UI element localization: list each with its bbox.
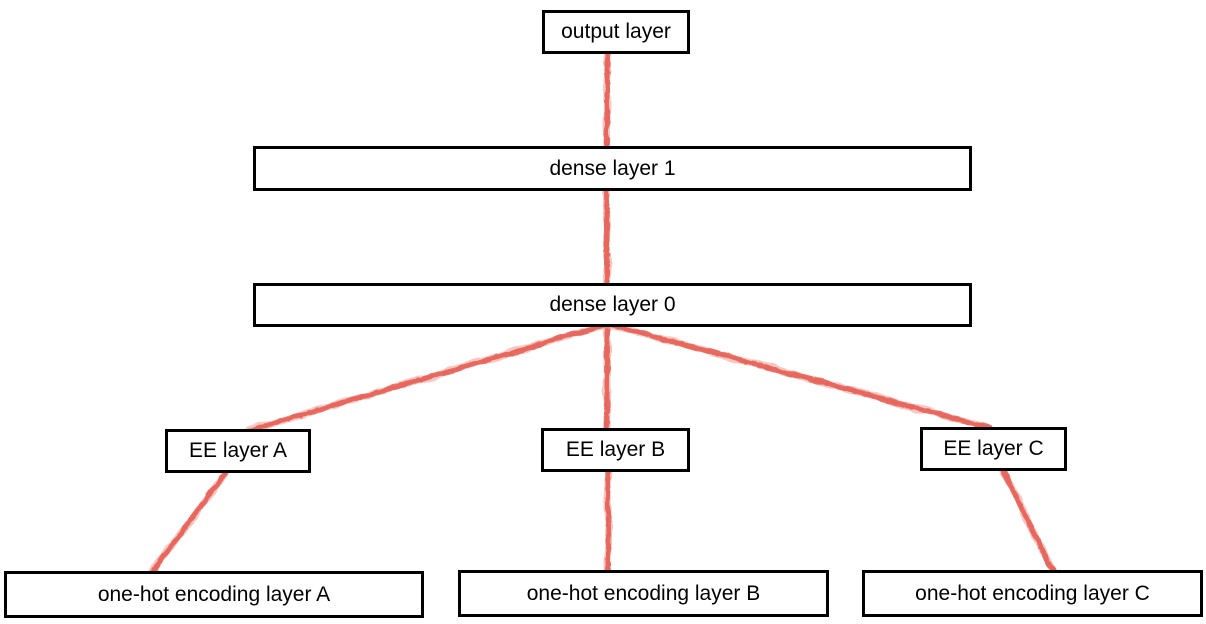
node-dense-layer-0-label: dense layer 0 <box>549 293 676 316</box>
node-ee-layer-a-label: EE layer A <box>188 439 288 462</box>
node-dense-layer-1: dense layer 1 <box>253 146 972 191</box>
node-one-hot-encoding-layer-c-label: one-hot encoding layer C <box>915 581 1150 605</box>
node-ee-layer-b-label: EE layer B <box>565 438 666 461</box>
node-dense-layer-1-label: dense layer 1 <box>549 156 676 180</box>
edge-ee-layer-c-to-one-hot-encoding-layer-c <box>1001 468 1055 573</box>
edge-ee-layer-a-to-one-hot-encoding-layer-a <box>150 470 228 574</box>
edge-dense-layer-0-to-ee-layer-c <box>606 322 992 430</box>
node-ee-layer-c: EE layer C <box>920 427 1067 471</box>
node-one-hot-encoding-layer-a: one-hot encoding layer A <box>4 571 424 618</box>
node-one-hot-encoding-layer-b-label: one-hot encoding layer B <box>526 581 761 605</box>
node-ee-layer-a: EE layer A <box>165 429 311 473</box>
node-dense-layer-0: dense layer 0 <box>253 283 972 327</box>
node-ee-layer-c-label: EE layer C <box>943 437 1044 460</box>
edge-dense-layer-0-to-ee-layer-a <box>248 322 610 432</box>
node-output-layer-label: output layer <box>561 20 671 43</box>
node-one-hot-encoding-layer-a-label: one-hot encoding layer A <box>97 582 331 606</box>
node-output-layer: output layer <box>542 10 690 54</box>
node-ee-layer-b: EE layer B <box>541 428 690 472</box>
node-one-hot-encoding-layer-c: one-hot encoding layer C <box>862 570 1203 617</box>
node-one-hot-encoding-layer-b: one-hot encoding layer B <box>458 570 829 617</box>
